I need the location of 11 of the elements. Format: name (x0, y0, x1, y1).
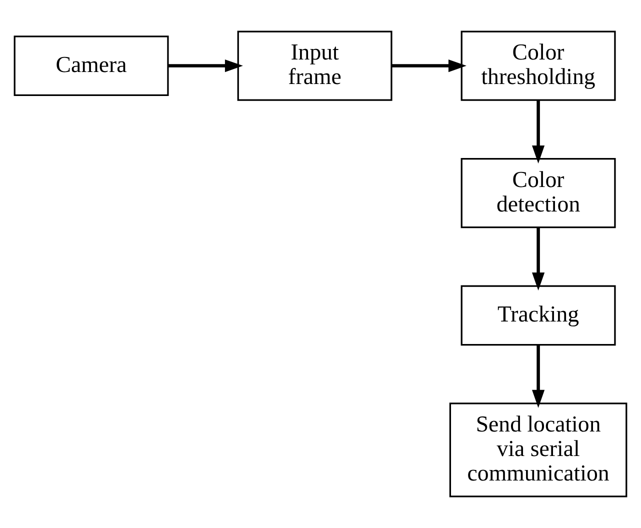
arrow (532, 228, 545, 291)
arrow (392, 59, 466, 72)
node-box: Send location via serial communication (449, 402, 628, 498)
arrow (532, 344, 545, 408)
node-box: Input frame (237, 30, 392, 101)
node-box: Color thresholding (460, 30, 616, 101)
node-box: Camera (14, 36, 169, 96)
node-box: Tracking (460, 285, 616, 346)
node-box: Color detection (460, 158, 616, 228)
arrow (168, 59, 243, 72)
arrow (532, 100, 545, 164)
